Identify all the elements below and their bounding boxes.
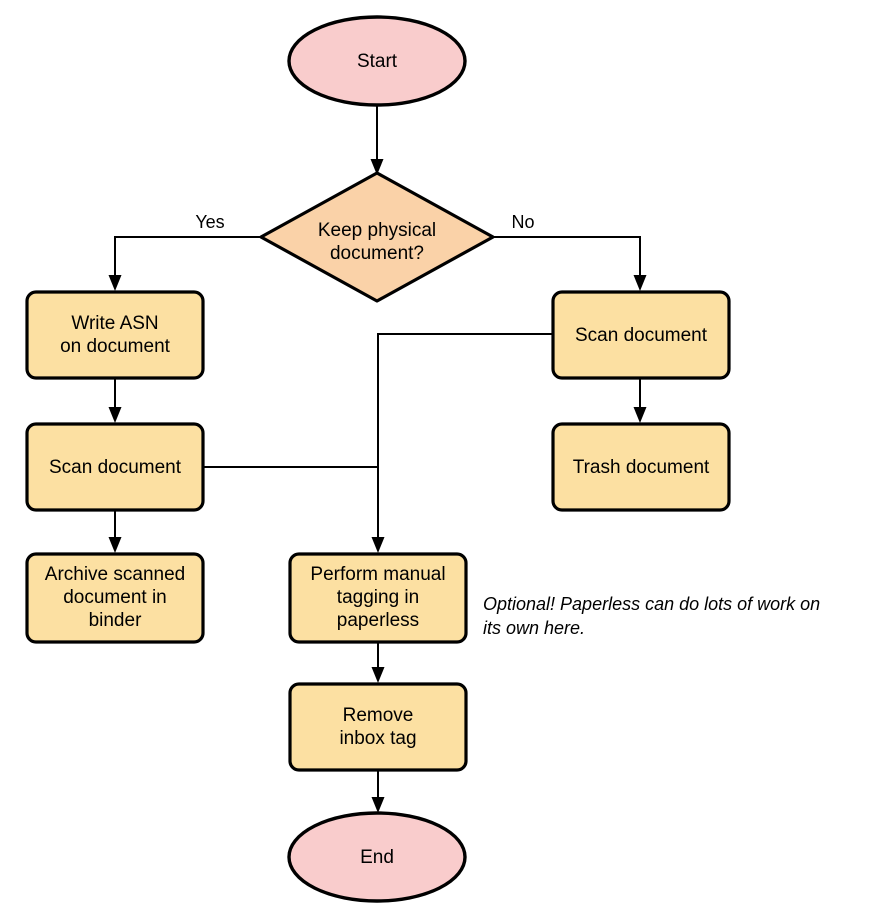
- edge-tagging-to-remove-inbox: [371, 643, 385, 683]
- edge-write-asn-to-scan-left: [108, 379, 122, 423]
- node-decision-label-line2: document?: [330, 243, 424, 264]
- annotation-note: Optional! Paperless can do lots of work …: [483, 594, 820, 638]
- node-write-asn-label-line2: on document: [60, 336, 171, 357]
- edge-remove-inbox-to-end: [371, 771, 385, 813]
- node-trash-document[interactable]: Trash document: [551, 422, 731, 512]
- node-decision-label-line1: Keep physical: [318, 220, 436, 241]
- node-tagging-label-line3: paperless: [337, 610, 419, 631]
- node-start[interactable]: Start: [287, 15, 467, 107]
- edge-label-yes: Yes: [195, 212, 224, 232]
- node-scan-document-right[interactable]: Scan document: [551, 290, 731, 380]
- node-end[interactable]: End: [287, 811, 467, 903]
- edge-scan-right-to-trash: [633, 379, 647, 423]
- annotation-line2: its own here.: [483, 618, 585, 638]
- node-write-asn-label-line1: Write ASN: [71, 313, 158, 334]
- edge-label-no: No: [511, 212, 534, 232]
- node-remove-inbox-label-line2: inbox tag: [339, 728, 416, 749]
- node-scan-document-left[interactable]: Scan document: [25, 422, 205, 512]
- edge-decision-yes-to-write-asn: [108, 236, 261, 291]
- node-tagging-label-line1: Perform manual: [310, 564, 445, 585]
- node-trash-document-label: Trash document: [573, 457, 710, 478]
- edge-start-to-decision: [370, 106, 384, 175]
- node-end-label: End: [360, 847, 394, 868]
- node-archive-label-line3: binder: [89, 610, 142, 631]
- edge-decision-no-to-scan-right: [493, 236, 647, 291]
- node-decision-keep-physical-document[interactable]: Keep physical document?: [259, 171, 495, 303]
- node-start-label: Start: [357, 51, 398, 72]
- node-scan-document-left-label: Scan document: [49, 457, 182, 478]
- node-archive-label-line2: document in: [63, 587, 167, 608]
- node-archive-scanned-document[interactable]: Archive scanned document in binder: [25, 552, 205, 644]
- node-scan-document-right-label: Scan document: [575, 325, 708, 346]
- node-write-asn-on-document[interactable]: Write ASN on document: [25, 290, 205, 380]
- node-perform-manual-tagging[interactable]: Perform manual tagging in paperless: [288, 552, 468, 644]
- edge-scan-left-to-archive: [108, 511, 122, 553]
- node-archive-label-line1: Archive scanned: [45, 564, 185, 585]
- node-remove-inbox-label-line1: Remove: [343, 705, 414, 726]
- node-tagging-label-line2: tagging in: [337, 587, 419, 608]
- edge-scan-right-to-tagging: [371, 333, 552, 553]
- annotation-line1: Optional! Paperless can do lots of work …: [483, 594, 820, 614]
- node-remove-inbox-tag[interactable]: Remove inbox tag: [288, 682, 468, 772]
